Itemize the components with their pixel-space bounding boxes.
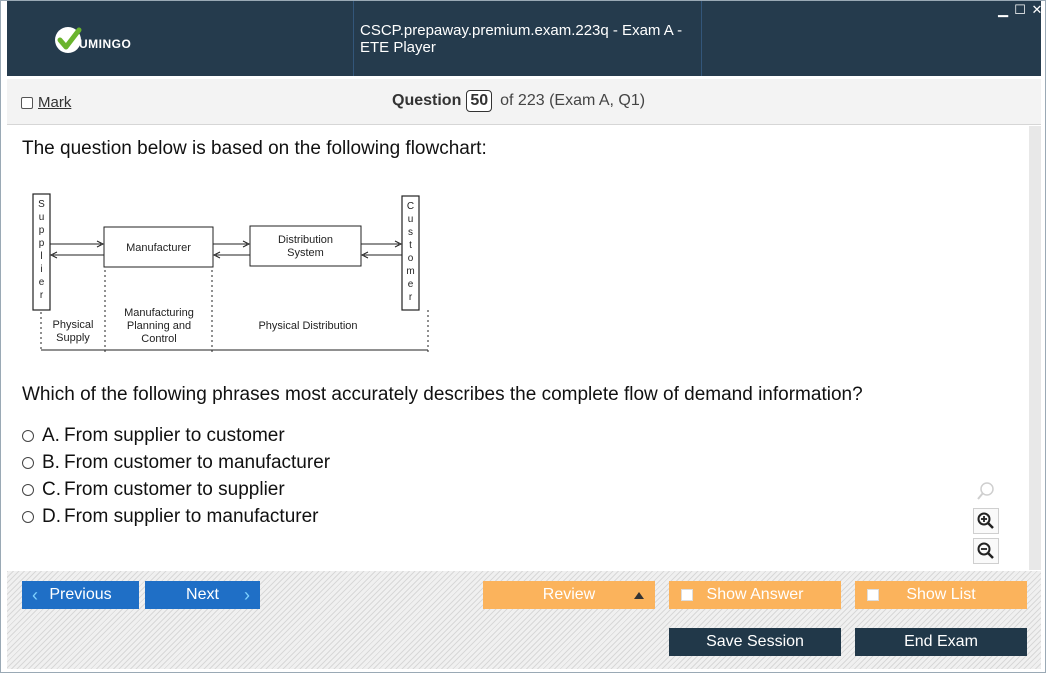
svg-text:u: u — [408, 214, 414, 225]
question-label: Question — [392, 92, 462, 109]
distribution-label-line2: System — [287, 247, 324, 259]
option-letter: A. — [42, 424, 60, 446]
previous-label: Previous — [49, 586, 112, 603]
content-scrollbar[interactable] — [1029, 126, 1041, 570]
physical-supply-line1: Physical — [53, 319, 94, 331]
option-text: From supplier to manufacturer — [64, 505, 319, 527]
option-text: From supplier to customer — [64, 424, 285, 446]
checkmark-logo-icon — [55, 27, 82, 53]
svg-text:t: t — [409, 240, 412, 251]
option-d[interactable]: D. From supplier to manufacturer — [22, 503, 330, 530]
option-text: From customer to supplier — [64, 478, 285, 500]
svg-text:S: S — [38, 199, 45, 210]
show-answer-button[interactable]: Show Answer — [669, 581, 841, 609]
svg-text:e: e — [39, 277, 45, 288]
option-letter: C. — [42, 478, 61, 500]
previous-button[interactable]: ‹ Previous — [22, 581, 139, 609]
show-answer-checkbox[interactable] — [681, 589, 693, 601]
svg-text:s: s — [408, 227, 413, 238]
save-session-label: Save Session — [706, 633, 804, 650]
show-list-label: Show List — [906, 586, 976, 603]
mpc-line1: Manufacturing — [124, 307, 194, 319]
supplier-box — [32, 193, 51, 311]
distribution-label-line1: Distribution — [278, 234, 333, 246]
zoom-out-icon[interactable] — [973, 538, 999, 564]
physical-supply-line2: Supply — [56, 332, 90, 344]
question-text: Which of the following phrases most accu… — [22, 384, 863, 405]
section-dividers — [40, 270, 429, 352]
option-b[interactable]: B. From customer to manufacturer — [22, 449, 330, 476]
close-icon[interactable]: ✕ — [1031, 2, 1043, 17]
svg-text:u: u — [39, 212, 45, 223]
mpc-line3: Control — [141, 333, 176, 345]
zoom-in-icon[interactable] — [973, 508, 999, 534]
mark-label: Mark — [38, 94, 72, 111]
show-answer-label: Show Answer — [706, 586, 804, 603]
next-label: Next — [186, 586, 219, 603]
svg-text:m: m — [406, 266, 414, 277]
option-letter: D. — [42, 505, 61, 527]
question-indicator: Question 50 of 223 (Exam A, Q1) — [392, 90, 645, 112]
option-b-radio[interactable] — [22, 456, 34, 469]
review-button[interactable]: Review — [483, 581, 655, 609]
svg-text:r: r — [40, 290, 44, 301]
svg-text:o: o — [408, 253, 414, 264]
show-list-checkbox[interactable] — [867, 589, 879, 601]
customer-label: C u s t o m e r — [406, 201, 414, 303]
physical-distribution-label: Physical Distribution — [258, 320, 357, 332]
svg-text:r: r — [409, 292, 413, 303]
window-title: CSCP.prepaway.premium.exam.223q - Exam A… — [360, 21, 683, 56]
footer-bar: ‹ Previous Next › Review Show Answer Sho… — [7, 571, 1041, 669]
question-content: The question below is based on the follo… — [7, 126, 1029, 570]
caret-up-icon[interactable] — [634, 592, 644, 599]
svg-text:e: e — [408, 279, 414, 290]
manufacturer-box — [103, 226, 214, 268]
question-total: of 223 (Exam A, Q1) — [500, 92, 646, 109]
svg-text:C: C — [407, 201, 414, 212]
maximize-icon[interactable]: ☐ — [1014, 2, 1026, 17]
end-exam-button[interactable]: End Exam — [855, 628, 1027, 656]
next-button[interactable]: Next › — [145, 581, 260, 609]
option-a[interactable]: A. From supplier to customer — [22, 422, 330, 449]
show-list-button[interactable]: Show List — [855, 581, 1027, 609]
window-controls: ▁ ☐ ✕ — [997, 2, 1043, 17]
svg-text:p: p — [39, 225, 45, 236]
distribution-system-box — [249, 225, 362, 267]
option-letter: B. — [42, 451, 60, 473]
flowchart-image: S u p p l i e r C u s t o m e r — [32, 193, 429, 352]
chevron-right-icon: › — [244, 585, 250, 605]
option-a-radio[interactable] — [22, 429, 34, 442]
question-header: Mark Question 50 of 223 (Exam A, Q1) — [7, 79, 1041, 125]
review-label: Review — [542, 586, 596, 603]
chevron-left-icon: ‹ — [32, 585, 38, 605]
option-c-radio[interactable] — [22, 483, 34, 496]
svg-text:p: p — [39, 238, 45, 249]
save-session-button[interactable]: Save Session — [669, 628, 841, 656]
end-exam-label: End Exam — [904, 633, 978, 650]
question-intro: The question below is based on the follo… — [22, 138, 487, 159]
mark-checkbox-box[interactable] — [21, 96, 33, 109]
title-separator — [701, 1, 702, 76]
flow-arrows — [49, 240, 403, 259]
title-separator — [353, 1, 354, 76]
option-d-radio[interactable] — [22, 510, 34, 523]
option-c[interactable]: C. From customer to supplier — [22, 476, 330, 503]
mpc-line2: Planning and — [127, 320, 191, 332]
answer-options: A. From supplier to customer B. From cus… — [22, 422, 330, 530]
mark-checkbox[interactable]: Mark — [21, 94, 71, 111]
manufacturer-label: Manufacturer — [126, 242, 191, 254]
logo: UMINGO — [51, 23, 131, 57]
title-bar: UMINGO CSCP.prepaway.premium.exam.223q -… — [7, 1, 1041, 76]
question-number-input[interactable]: 50 — [466, 90, 493, 112]
magnifier-icon[interactable] — [973, 478, 999, 504]
logo-text: UMINGO — [79, 37, 132, 51]
svg-text:l: l — [40, 251, 42, 262]
zoom-controls — [973, 478, 1001, 568]
option-text: From customer to manufacturer — [64, 451, 331, 473]
supplier-label: S u p p l i e r — [38, 199, 45, 301]
minimize-icon[interactable]: ▁ — [998, 2, 1008, 17]
customer-box — [401, 195, 420, 311]
svg-text:i: i — [40, 264, 42, 275]
